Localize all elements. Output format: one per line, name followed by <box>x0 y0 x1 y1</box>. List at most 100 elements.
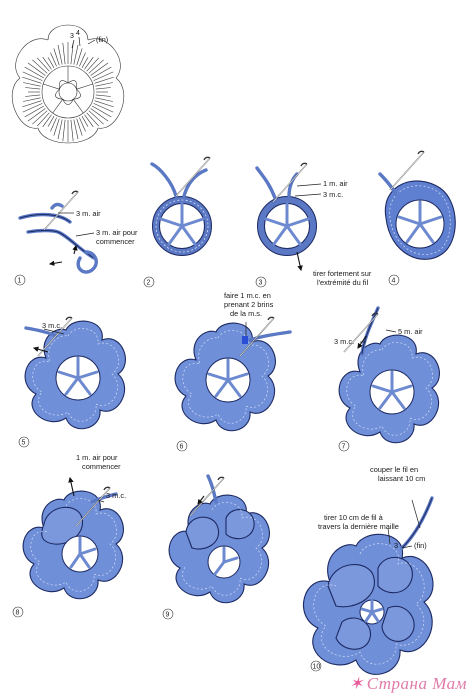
step-10-label-1: couper le fil en <box>370 465 418 474</box>
chart-stitch-tick <box>24 105 44 118</box>
chart-stitch-tick <box>57 119 63 140</box>
step-10: couper le fil en laissant 10 cm tirer 10… <box>302 465 434 675</box>
chart-stitch-tick <box>50 52 57 67</box>
chart-stitch-tick <box>22 100 42 108</box>
chart-stitch-tick <box>86 112 99 127</box>
chart-stitch-tick <box>42 114 52 128</box>
step-2-spokes <box>159 202 205 246</box>
step-5-label-1: 3 m.c. <box>42 321 62 330</box>
chart-stitch-tick <box>25 94 41 97</box>
step-10-label-2: laissant 10 cm <box>378 474 425 483</box>
step-10-label-5: 3 <box>394 541 398 550</box>
chart-stitch-tick <box>57 44 63 65</box>
chart-stitch-tick <box>79 52 86 67</box>
step-6-label-1: faire 1 m.c. en <box>224 291 271 300</box>
chart-stitch-tick <box>23 97 41 102</box>
chart-stitch-tick <box>22 103 43 113</box>
chart-stitch-tick <box>95 87 111 90</box>
chart-stitch-tick <box>23 82 41 87</box>
step-3-label-1: 1 m. air <box>323 179 348 188</box>
chart-center-ring <box>58 82 78 102</box>
stitch-chart: 3 4 (fin) <box>11 24 125 144</box>
chart-stitch-tick <box>73 119 79 140</box>
step-9: 9 <box>162 474 270 620</box>
chart-stitch-tick <box>53 48 60 66</box>
step-2-number: 2 <box>147 280 151 287</box>
chart-stitch-tick <box>84 114 94 128</box>
step-1-number: 1 <box>18 278 22 285</box>
chart-stitch-tick <box>42 56 52 70</box>
chart-stitch-tick <box>94 76 114 84</box>
step-7-label-1: 5 m. air <box>398 327 423 336</box>
chart-stitch-tick <box>62 42 66 65</box>
step-6-label-2: prenant 2 brins <box>224 300 274 309</box>
chart-marker-4: 4 <box>76 30 80 37</box>
step-5-number: 5 <box>22 440 26 447</box>
step-1-label-2: 3 m. air pour <box>96 228 138 237</box>
chart-stitch-tick <box>25 87 41 90</box>
step-6-label-3: de la m.s. <box>230 309 262 318</box>
step-1-label-1: 3 m. air <box>76 209 101 218</box>
chart-stitch-tick <box>22 76 42 84</box>
chart-stitch-tick <box>76 48 83 66</box>
chart-stitch-tick <box>88 110 104 125</box>
chart-stitch-tick <box>93 71 114 81</box>
step-8-label-1: 1 m. air pour <box>76 453 118 462</box>
step-7: 5 m. air 3 m.c. 7 <box>334 306 440 452</box>
chart-stitch-tick <box>95 97 113 102</box>
step-5: 3 m.c. 5 <box>18 316 126 448</box>
chart-stitch-tick <box>73 44 79 65</box>
chart-stitch-tick <box>79 117 86 132</box>
step-2: 2 <box>143 156 212 288</box>
chart-stitch-ticks <box>22 42 114 142</box>
chart-stitch-tick <box>37 112 50 127</box>
chart-stitch-tick <box>94 100 114 108</box>
watermark-star-icon: ✶ <box>348 674 364 693</box>
chart-stitch-tick <box>47 57 55 68</box>
chart-stitch-tick <box>70 119 74 142</box>
step-5-spokes <box>57 356 99 396</box>
step-8-spokes <box>69 536 97 569</box>
step-6-number: 6 <box>180 444 184 451</box>
chart-stitch-tick <box>22 71 43 81</box>
chart-marker-3: 3 <box>70 33 74 40</box>
watermark: ✶Страна Мам <box>349 674 467 694</box>
step-3-label-3: tirer fortement sur <box>313 269 372 278</box>
chart-stitch-tick <box>62 119 66 142</box>
chart-stitch-tick <box>37 57 50 72</box>
step-7-number: 7 <box>342 444 346 451</box>
chart-stitch-tick <box>50 117 57 132</box>
chart-stitch-tick <box>32 59 48 74</box>
step-4: 4 <box>378 150 456 286</box>
step-7-spokes <box>371 370 413 410</box>
step-10-label-4: travers la dernière maille <box>318 522 399 531</box>
step-10-label-6: (fin) <box>414 541 427 550</box>
chart-stitch-tick <box>90 62 109 76</box>
step-3-number: 3 <box>259 280 263 287</box>
chart-stitch-tick <box>92 105 112 118</box>
watermark-text: Страна Мам <box>366 674 467 693</box>
chart-stitch-tick <box>81 116 89 127</box>
step-4-spokes <box>397 200 443 244</box>
chart-stitch-tick <box>81 57 89 68</box>
step-6: faire 1 m.c. en prenant 2 brins de la m.… <box>174 291 292 452</box>
chart-stitch-tick <box>95 94 111 97</box>
chart-inner-spokes <box>43 66 93 114</box>
step-1-label-3: commencer <box>96 237 135 246</box>
step-8-label-2: commencer <box>82 462 121 471</box>
chart-stitch-tick <box>27 62 46 76</box>
step-3-label-4: l'extrémité du fil <box>317 278 368 287</box>
step-10-number: 10 <box>313 664 321 671</box>
chart-outer-petals <box>11 24 125 144</box>
chart-stitch-tick <box>27 108 46 122</box>
chart-stitch-tick <box>86 57 99 72</box>
step-9-number: 9 <box>166 612 170 619</box>
chart-stitch-tick <box>90 108 109 122</box>
chart-stitch-tick <box>76 118 83 136</box>
chart-stitch-tick <box>47 116 55 127</box>
step-10-label-3: tirer 10 cm de fil à <box>324 513 384 522</box>
chart-stitch-tick <box>92 66 112 79</box>
chart-stitch-tick <box>32 110 48 125</box>
step-8-label-3: 3 m.c. <box>106 491 126 500</box>
